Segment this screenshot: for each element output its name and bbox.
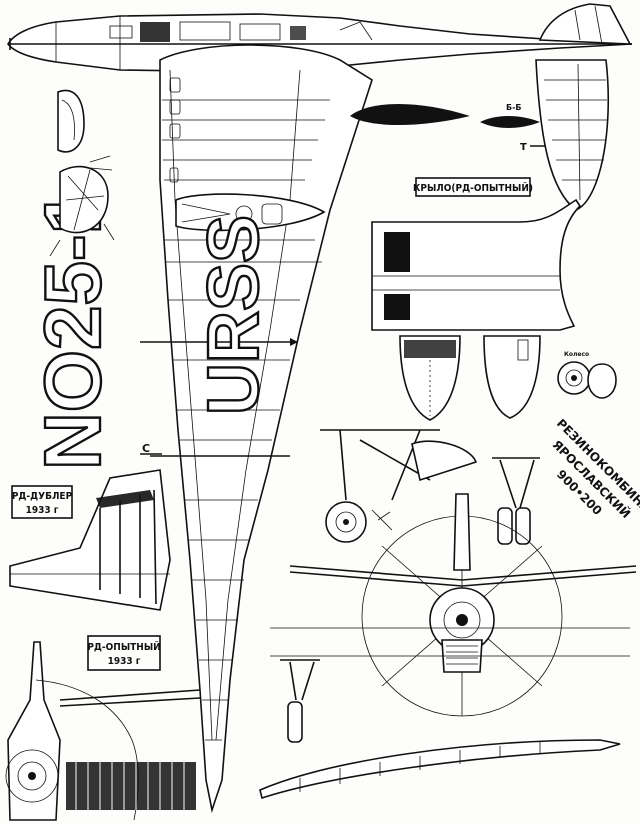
cabin-cutaway: С: [9, 442, 171, 611]
wing-root-fairing: [371, 198, 582, 331]
nose-section-drawings: [49, 89, 115, 257]
wing-profiles: Б-Б Т: [350, 103, 550, 153]
control-surfaces: [399, 335, 541, 421]
horizontal-stabilizer: [259, 627, 630, 800]
svg-text:1933 г: 1933 г: [26, 505, 59, 516]
svg-text:1933 г: 1933 г: [108, 656, 141, 667]
manufacturer-stamp: РЕЗИНОКОМБИНАТ ЯРОСЛАВСКИЙ 900•200: [550, 416, 640, 522]
landing-gear-side: [320, 429, 478, 543]
wing-section-label: КРЫЛО(РД-ОПЫТНЫЙ): [413, 177, 533, 197]
wheel-detail: Колесо: [557, 351, 617, 399]
section-mark: Б-Б: [506, 103, 522, 112]
tailwheel-gear: [280, 659, 320, 743]
tail-plan: [535, 59, 609, 211]
section-c-label: С: [142, 442, 150, 455]
section-t-label: Т: [520, 142, 527, 153]
prototype-label: РД-ОПЫТНЫЙ 1933 г: [87, 635, 161, 671]
wheel-caption: Колесо: [564, 351, 589, 358]
backup-label: РД-ДУБЛЕР 1933 г: [11, 485, 73, 519]
plan-view-wing: [140, 44, 373, 814]
svg-text:РД-ДУБЛЕР: РД-ДУБЛЕР: [12, 491, 73, 502]
svg-text:КРЫЛО(РД-ОПЫТНЫЙ): КРЫЛО(РД-ОПЫТНЫЙ): [413, 181, 533, 194]
wing-marking: URSS: [194, 215, 274, 415]
svg-text:РД-ОПЫТНЫЙ: РД-ОПЫТНЫЙ: [87, 640, 160, 653]
nose-top-view: [5, 641, 201, 821]
registration-marking: NO25-1: [28, 190, 117, 470]
landing-gear-front: [492, 457, 540, 545]
